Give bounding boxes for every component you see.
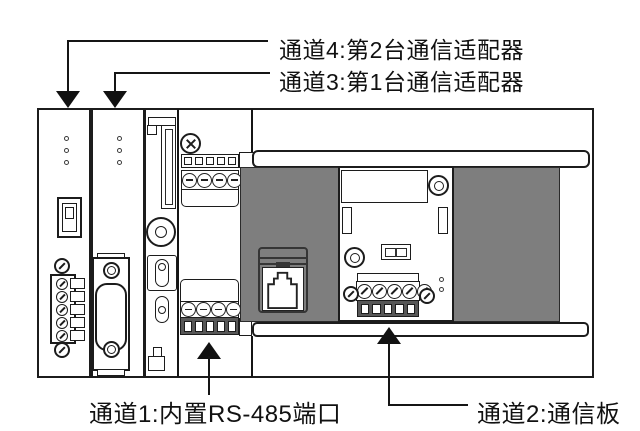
led-dot-icon bbox=[117, 136, 122, 141]
terminal-cell bbox=[70, 278, 85, 289]
potentiometer-icon bbox=[146, 217, 176, 247]
rj45-latch-tab bbox=[276, 262, 290, 267]
terminal-cell bbox=[70, 304, 85, 315]
din-rail-hook-icon bbox=[147, 125, 157, 135]
led-dot-icon bbox=[64, 160, 69, 165]
led-dot-icon bbox=[64, 148, 69, 153]
leader-line bbox=[388, 404, 468, 406]
board-screw-inner bbox=[434, 181, 444, 191]
upper-terminal-cover bbox=[181, 189, 239, 207]
dsub-port-icon bbox=[95, 283, 127, 351]
rj45-jack-icon bbox=[267, 271, 298, 309]
terminal-screw-icon bbox=[56, 330, 68, 342]
terminal-screw-icon bbox=[56, 304, 68, 316]
upper-terminal-squares bbox=[181, 154, 239, 168]
leader-line bbox=[388, 342, 390, 406]
dsub-screw-inner bbox=[107, 266, 116, 275]
label-channel3: 通道3:第1台通信适配器 bbox=[279, 69, 524, 95]
slotted-screw-icon bbox=[419, 288, 435, 304]
dsub-tab-bottom bbox=[97, 369, 125, 376]
leader-line bbox=[114, 72, 116, 92]
up-arrow-icon bbox=[197, 342, 221, 359]
led-dot-icon bbox=[117, 160, 122, 165]
board-dot bbox=[439, 287, 444, 292]
terminal-cell bbox=[70, 317, 85, 328]
board-slot bbox=[342, 207, 352, 234]
rs485-cover bbox=[180, 279, 239, 302]
up-arrow-icon bbox=[377, 327, 401, 344]
rs485-terminal-squares bbox=[180, 317, 239, 335]
upper-terminal-screws bbox=[181, 170, 257, 190]
terminal-screw-icon bbox=[56, 291, 68, 303]
leader-line bbox=[68, 40, 268, 42]
board-dot bbox=[439, 277, 444, 282]
panel-seam bbox=[177, 109, 179, 377]
slotted-screw-icon bbox=[54, 258, 70, 274]
rj45-line bbox=[260, 257, 306, 259]
led-dot-icon bbox=[117, 148, 122, 153]
adapter2-port-key bbox=[65, 207, 74, 219]
expansion-slot-inner bbox=[164, 129, 173, 205]
leader-line bbox=[115, 72, 270, 74]
panel-seam bbox=[251, 336, 253, 377]
slotted-screw-icon bbox=[343, 286, 359, 302]
label-channel1: 通道1:内置RS-485端口 bbox=[89, 401, 342, 428]
terminal-cell bbox=[70, 291, 85, 302]
down-arrow-icon bbox=[103, 91, 127, 108]
switch-knob bbox=[158, 263, 166, 271]
potentiometer-inner bbox=[155, 226, 167, 238]
rj45-window bbox=[262, 267, 304, 311]
label-channel2: 通道2:通信板 bbox=[477, 401, 621, 428]
led-dot-icon bbox=[64, 136, 69, 141]
terminal-cell bbox=[70, 330, 85, 341]
terminal-screw-icon bbox=[56, 317, 68, 329]
switch-knob bbox=[158, 306, 166, 314]
label-channel4: 通道4:第2台通信适配器 bbox=[279, 37, 524, 63]
board-terminal-squares bbox=[357, 300, 419, 317]
leader-line bbox=[67, 40, 69, 92]
rs485-terminal-screws bbox=[180, 301, 256, 318]
leader-line bbox=[208, 356, 210, 395]
dsub-screw-inner bbox=[107, 345, 116, 354]
terminal-screw-icon bbox=[56, 278, 68, 290]
dip-switch-knob bbox=[394, 247, 397, 257]
bottom-cover-strip bbox=[252, 322, 589, 337]
panel-seam bbox=[251, 109, 253, 152]
comm-board-label-area bbox=[341, 170, 428, 203]
din-rail-hook-icon bbox=[148, 356, 165, 371]
slotted-screw-icon bbox=[54, 342, 70, 358]
down-arrow-icon bbox=[56, 91, 80, 108]
board-terminal-screws bbox=[356, 281, 432, 301]
board-slot bbox=[438, 207, 448, 234]
board-screw-inner bbox=[350, 253, 360, 263]
phillips-screw-icon bbox=[180, 133, 201, 154]
